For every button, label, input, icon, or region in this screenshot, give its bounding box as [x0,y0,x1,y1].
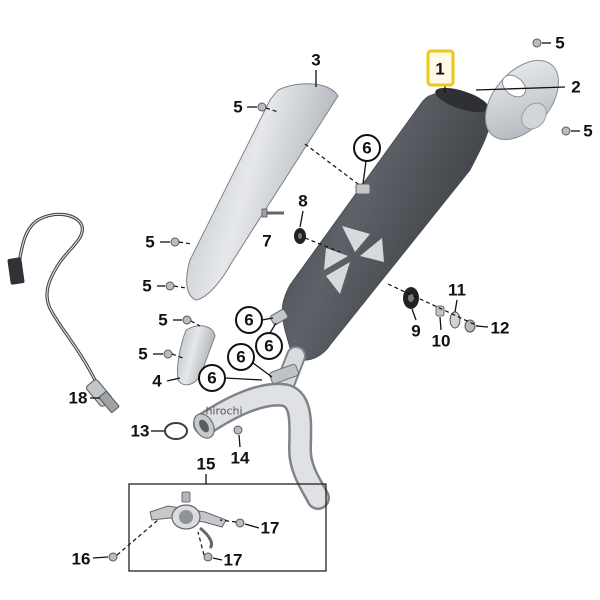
mounting-hardware [261,208,476,333]
muffler [281,87,491,361]
screw [108,552,118,562]
callout-17: 17 [224,551,243,570]
callout-7: 7 [262,232,271,251]
sensor-thread [98,391,120,413]
callout-17: 17 [261,519,280,538]
heat-shield [186,83,339,301]
callout-5: 5 [555,34,564,53]
muffler-outlet-rim [435,87,489,113]
screw [257,102,267,112]
screw [165,281,175,291]
sensor-wire [16,212,98,383]
watermark: hirochi [205,405,242,418]
callout-2: 2 [571,78,580,97]
screw [561,126,571,136]
screw [203,552,213,562]
callout-12: 12 [491,319,510,338]
screw [233,425,243,435]
callout-circle [235,306,263,334]
callouts: 1 2 3 5 5 5 6 8 7 5 5 5 6 6 5 6 4 6 11 9… [69,34,593,570]
callout-5: 5 [158,311,167,330]
mounting-bracket [355,183,371,195]
callout-3: 3 [311,51,320,70]
screw [182,315,192,325]
callout-6: 6 [362,139,371,158]
callout-14: 14 [231,449,250,468]
leader-lines [90,42,580,561]
callout-1: 1 [435,60,444,79]
clamp-kit-frame [128,483,327,572]
mounting-bracket [269,308,289,326]
callout-circle [227,343,255,371]
nut [464,319,476,333]
muffler-x-logo [324,226,384,294]
callout-6: 6 [236,348,245,367]
screw [532,38,542,48]
callout-highlight-box [426,49,455,87]
callout-circle [353,134,381,162]
callout-9: 9 [411,322,420,341]
end-cap-outlet-hole [501,74,527,98]
callout-10: 10 [432,332,451,351]
screw [235,518,245,528]
callout-6: 6 [264,337,273,356]
callout-5: 5 [142,277,151,296]
callout-11: 11 [448,281,466,300]
header-pipe [193,346,330,510]
screw [163,349,173,359]
sensor-connector [7,257,25,285]
callout-6: 6 [244,311,253,330]
clamp-bolt [181,491,191,503]
assembly-dashed-lines [116,107,479,556]
callout-5: 5 [138,345,147,364]
callout-circle [198,364,226,392]
sealing-ring [164,422,188,440]
callout-16: 16 [72,550,91,569]
spacer-sleeve [435,305,445,317]
callout-15: 15 [197,455,216,474]
exhaust-clamp [108,491,245,562]
callout-8: 8 [298,192,307,211]
callout-6: 6 [207,369,216,388]
callout-13: 13 [131,422,150,441]
callout-4: 4 [152,372,162,391]
callout-circle [255,332,283,360]
oxygen-sensor [7,212,120,413]
callout-18: 18 [69,389,88,408]
screw [170,237,180,247]
washer [449,311,461,329]
callout-5: 5 [233,98,242,117]
callout-5: 5 [583,122,592,141]
end-cap [484,59,560,141]
callout-5: 5 [145,233,154,252]
pipe-clamp [269,363,299,385]
